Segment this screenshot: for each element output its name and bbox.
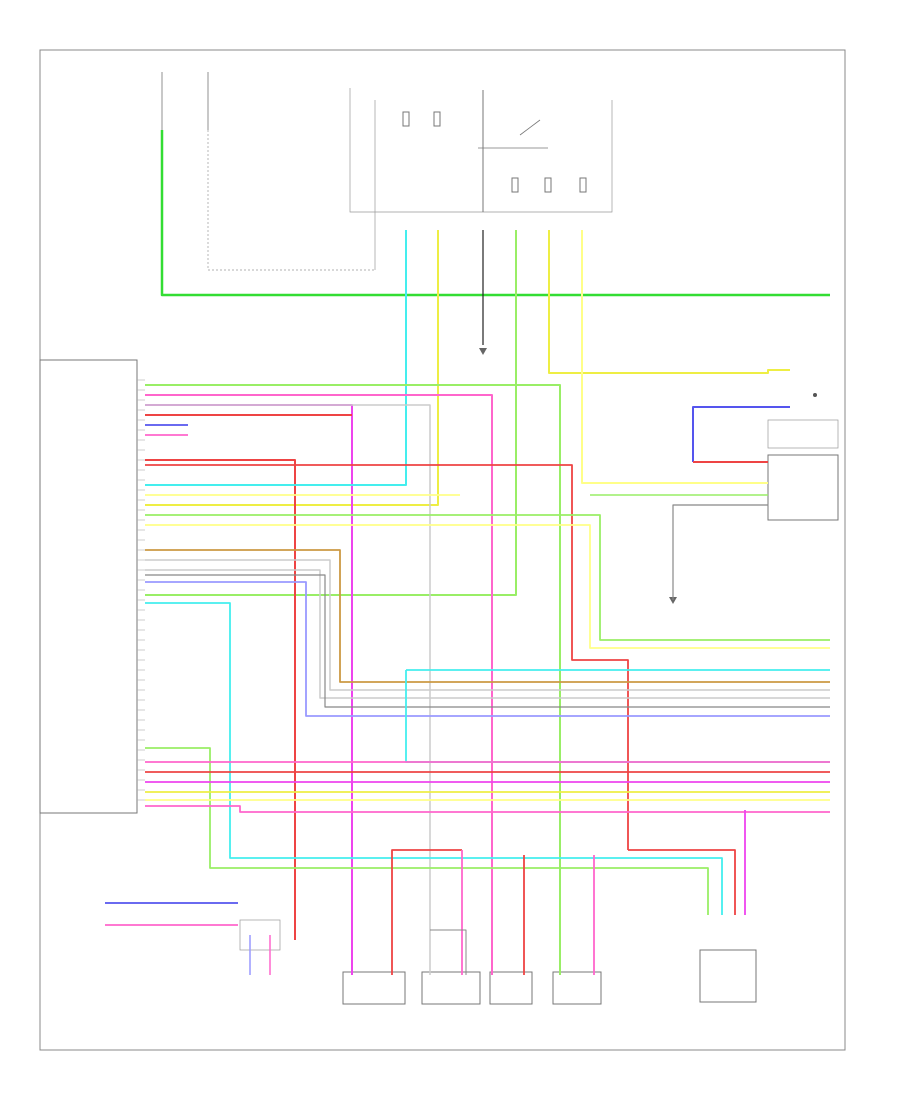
wire-red-sensor — [391, 849, 462, 975]
wire-brown — [145, 549, 830, 683]
wire-magenta-1 — [145, 404, 353, 975]
wire-lightgreen-2 — [145, 514, 830, 641]
ground-symbols — [479, 348, 817, 604]
wire-gray-throttle — [672, 504, 769, 600]
wire-pink-low-2 — [145, 805, 830, 813]
wire-red-right — [628, 849, 736, 915]
oxygen-sensor-box — [699, 949, 757, 1003]
wire-gray-2 — [145, 569, 830, 699]
wire-red-main — [145, 459, 296, 940]
wire-green-low — [145, 747, 709, 915]
crankshaft-sensor-box — [421, 971, 481, 1005]
wire-yellow-fuse-b — [548, 230, 790, 374]
wire-lightgreen-fuse — [145, 230, 517, 596]
wire-main-green — [160, 130, 830, 297]
fuse-block-outline — [349, 88, 613, 213]
wire-gray-1 — [145, 559, 830, 691]
accelerator-sensor-box — [767, 419, 839, 449]
air-fuel-sensor-box — [552, 971, 602, 1005]
ignition-coil-block — [239, 919, 281, 951]
fuse-symbols — [402, 111, 587, 193]
wire-pink-1 — [145, 394, 493, 975]
wire-blue-2 — [145, 581, 830, 717]
wires — [105, 130, 830, 975]
ecm-pin-marks — [137, 379, 145, 801]
wire-yellow-fuse-c — [581, 230, 768, 484]
wire-yellow-2 — [145, 524, 830, 649]
wire-green-ecm-top — [145, 384, 561, 975]
wire-blue-loop — [692, 406, 790, 462]
wire-yellow-fuse-a — [145, 230, 439, 506]
wire-red-long — [145, 464, 629, 850]
wire-cyan-2 — [145, 602, 723, 915]
ecm-module — [39, 359, 138, 814]
relay-contact — [519, 119, 541, 136]
knock-sensor-box — [489, 971, 533, 1005]
wire-cyan-fuse — [145, 230, 407, 486]
wire-lightgray-1 — [145, 404, 431, 975]
throttle-connector — [767, 454, 839, 521]
wire-gray-3 — [145, 574, 830, 708]
camshaft-sensor-box — [342, 971, 406, 1005]
fusible-links — [161, 72, 376, 271]
wire-gray-sensor — [430, 929, 467, 975]
